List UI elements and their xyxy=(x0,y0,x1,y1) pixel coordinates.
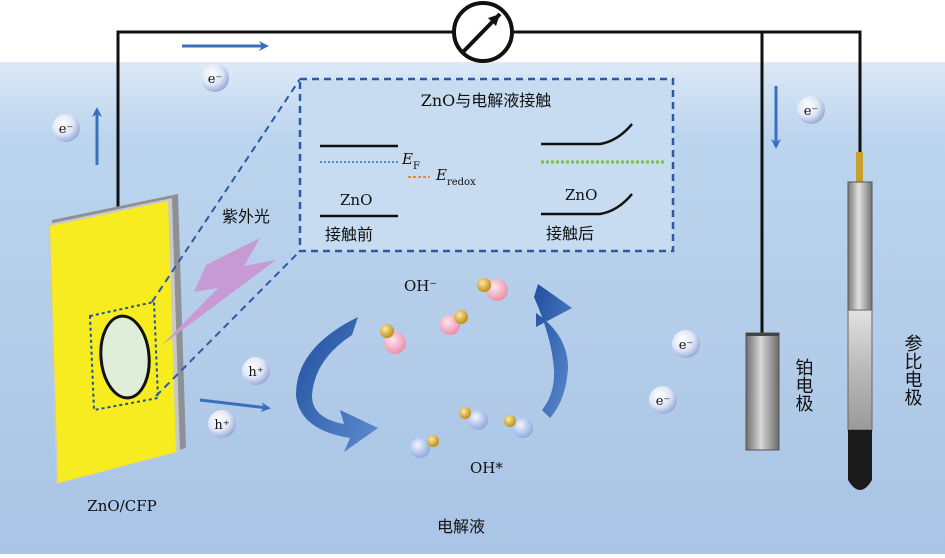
pt-electrode-label: 铂电极 xyxy=(793,358,814,412)
svg-text:e⁻: e⁻ xyxy=(59,122,74,137)
svg-text:h⁺: h⁺ xyxy=(214,418,229,433)
after-contact-label: 接触后 xyxy=(546,224,594,243)
uv-lightning-icon xyxy=(162,238,276,345)
svg-text:e⁻: e⁻ xyxy=(656,394,671,409)
oh-minus-label: OH⁻ xyxy=(404,277,437,295)
zoom-guide-lines xyxy=(151,78,301,397)
zno-right-label: ZnO xyxy=(565,186,597,204)
uv-light-label: 紫外光 xyxy=(222,207,270,226)
electron-sphere-icon xyxy=(649,386,677,414)
hole-sphere-icon xyxy=(208,410,236,438)
inset-title: ZnO与电解液接触 xyxy=(421,91,552,110)
electron-sphere-icon xyxy=(797,96,825,124)
electron-right-top: e⁻ xyxy=(797,96,825,124)
hole-sphere-icon xyxy=(242,357,270,385)
zno-cfp-electrode xyxy=(48,194,186,484)
svg-text:e⁻: e⁻ xyxy=(679,338,694,353)
highlight-region-box xyxy=(88,300,160,412)
ef-label: EF xyxy=(401,150,420,172)
svg-text:h⁺: h⁺ xyxy=(248,365,263,380)
eredox-label: Eredox xyxy=(435,166,476,188)
electron-mid-1: e⁻ xyxy=(672,330,700,358)
oh-radical-label: OH* xyxy=(470,459,503,477)
before-contact-label: 接触前 xyxy=(325,225,373,244)
reference-electrode xyxy=(847,152,873,490)
svg-text:e⁻: e⁻ xyxy=(804,104,819,119)
electron-flow-arrows xyxy=(92,41,781,413)
band-diagram-lines xyxy=(320,123,665,218)
svg-text:e⁻: e⁻ xyxy=(208,72,223,87)
circuit-wires xyxy=(116,30,862,335)
band-diagram-inset xyxy=(298,77,675,253)
electron-sphere-icon xyxy=(672,330,700,358)
electron-mid-2: e⁻ xyxy=(649,386,677,414)
zno-left-label: ZnO xyxy=(340,191,372,209)
zno-spot xyxy=(99,314,151,400)
electron-sphere-icon xyxy=(52,114,80,142)
oh-minus-molecules xyxy=(380,278,508,354)
oh-radical-molecules xyxy=(410,407,533,458)
reaction-cycle-arrows xyxy=(295,284,572,452)
hole-upper: h⁺ xyxy=(242,357,270,385)
platinum-electrode xyxy=(745,332,780,451)
hole-lower: h⁺ xyxy=(208,410,236,438)
electron-left: e⁻ xyxy=(52,114,80,142)
electron-top: e⁻ xyxy=(201,64,229,92)
electrode-label: ZnO/CFP xyxy=(87,497,156,515)
galvanometer-icon xyxy=(452,1,514,63)
ref-electrode-label: 参比电极 xyxy=(902,334,923,406)
electron-sphere-icon xyxy=(201,64,229,92)
electrolyte-label: 电解液 xyxy=(437,517,485,536)
